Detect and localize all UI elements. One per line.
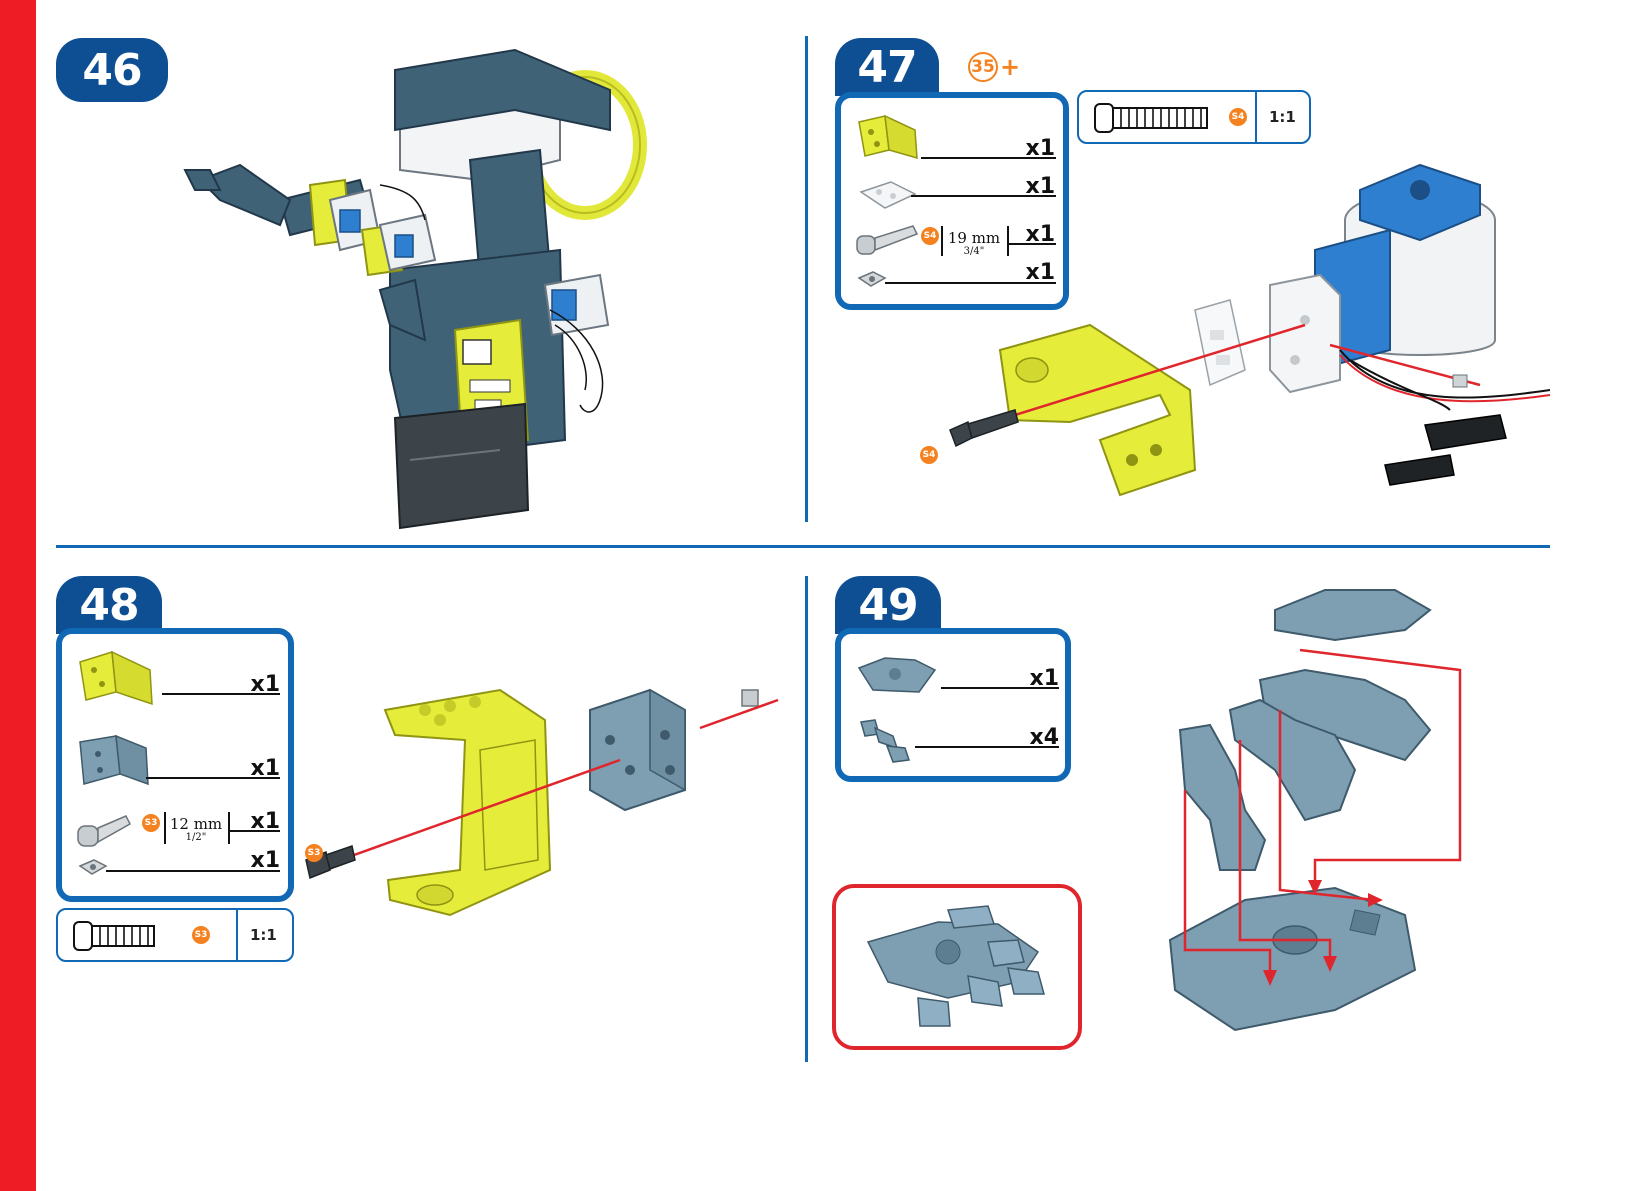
scale-ratio: 1:1 <box>1269 108 1296 126</box>
screw-code-badge: S3 <box>142 814 160 832</box>
reference-step-number: 35 <box>968 52 998 82</box>
previous-step-reference: 35 + <box>968 52 1020 82</box>
part-quantity: x1 <box>216 809 280 834</box>
bracket-icon <box>855 112 925 162</box>
scale-separator <box>1255 92 1257 142</box>
part-quantity: x1 <box>216 672 280 697</box>
parts-list-box: x1 x4 <box>835 628 1071 782</box>
part-quantity: x1 <box>991 136 1055 161</box>
screw-icon <box>72 920 158 952</box>
step49-exploded-illustration <box>1165 570 1475 1040</box>
part-quantity: x1 <box>216 756 280 781</box>
part-quantity: x1 <box>995 666 1059 691</box>
nut-icon <box>78 856 108 880</box>
step47-exploded-illustration <box>920 160 1570 520</box>
bracket-icon <box>76 734 152 790</box>
screw-icon <box>1093 102 1211 134</box>
scale-ratio: 1:1 <box>250 926 277 944</box>
assembled-foot-icon <box>858 902 1058 1038</box>
screw-scale-box: S4 1:1 <box>1077 90 1311 144</box>
step-number-badge: 46 <box>56 38 168 102</box>
scale-separator <box>236 910 238 960</box>
assembled-result-box <box>832 884 1082 1050</box>
screw-icon <box>855 222 919 258</box>
page-edge-bar <box>0 0 36 1191</box>
step48-exploded-illustration <box>300 680 800 920</box>
divider-vertical-top <box>805 36 808 522</box>
divider-vertical-bottom <box>805 576 808 1062</box>
screw-code-badge: S4 <box>1229 108 1247 126</box>
step-number-badge: 47 <box>835 38 939 96</box>
screw-icon <box>76 810 132 848</box>
toe-piece-icon <box>857 716 913 766</box>
divider-horizontal <box>56 545 1550 548</box>
part-quantity: x1 <box>216 848 280 873</box>
parts-list-box: x1 x1 S3 12 mm 1/2" x1 x1 <box>56 628 294 902</box>
foot-piece-icon <box>855 652 939 696</box>
robot-assembly-illustration <box>180 40 660 530</box>
screw-scale-box: S3 1:1 <box>56 908 294 962</box>
nut-icon <box>857 268 887 292</box>
step-number-badge: 48 <box>56 576 162 634</box>
step-number-badge: 49 <box>835 576 941 634</box>
part-quantity: x4 <box>995 725 1059 750</box>
screw-callout-code: S4 <box>920 446 938 464</box>
connector-plate-icon <box>857 178 919 214</box>
screw-code-badge: S3 <box>192 926 210 944</box>
bracket-icon <box>76 648 160 708</box>
screw-callout-code: S3 <box>305 844 323 862</box>
reference-plus: + <box>1000 53 1020 81</box>
